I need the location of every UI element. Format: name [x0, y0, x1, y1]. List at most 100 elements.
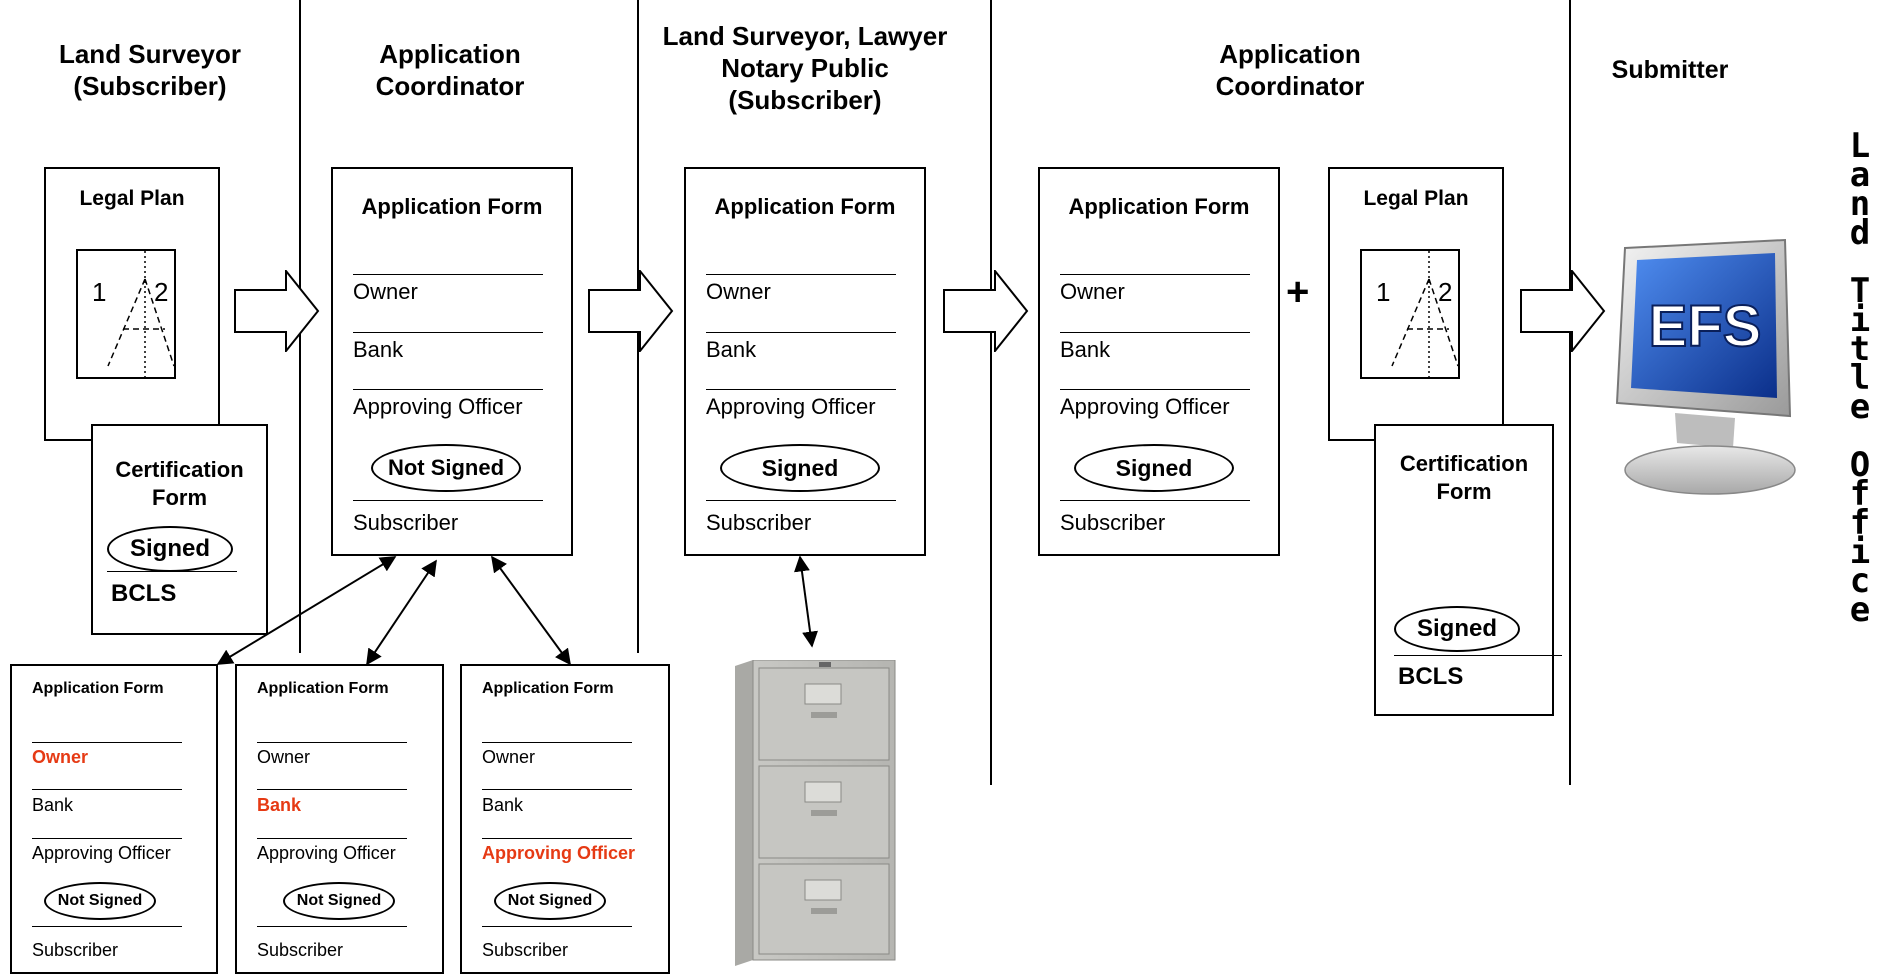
signature-line [107, 571, 237, 572]
lane-divider [990, 0, 992, 785]
not-signed-badge: Not Signed [44, 882, 156, 920]
vertical-letter: n [1849, 184, 1871, 224]
application-form-title: Application Form [361, 194, 543, 219]
signature-line [482, 838, 632, 839]
lot-number: 1 [92, 277, 107, 307]
approving-officer-label: Approving Officer [353, 394, 523, 419]
certification-form-title: Certification Form [1399, 451, 1529, 504]
signer-label: BCLS [1398, 663, 1464, 690]
bank-label: Bank [32, 795, 74, 815]
double-arrow-icon [793, 555, 819, 648]
signature-line [353, 332, 543, 333]
signed-badge: Signed [1074, 444, 1234, 492]
certification-form-2: Certification Form Signed BCLS [1374, 424, 1562, 716]
application-form-coord-2: Application Form Owner Bank Approving Of… [1038, 167, 1280, 556]
application-form-title: Application Form [257, 680, 389, 697]
signature-line [353, 500, 543, 501]
signature-line [257, 926, 407, 927]
subscriber-label: Subscriber [482, 940, 569, 960]
approving-officer-label-highlighted: Approving Officer [482, 843, 636, 863]
owner-label: Owner [706, 279, 771, 304]
vertical-letter: L [1849, 126, 1871, 166]
legal-plan-title: Legal Plan [79, 187, 185, 210]
approving-officer-label: Approving Officer [32, 843, 171, 863]
application-form-coord-1: Application Form Owner Bank Approving Of… [331, 167, 573, 556]
signature-line [1060, 332, 1250, 333]
subdivision-sketch-icon [107, 251, 174, 377]
signature-line [353, 274, 543, 275]
lot-number: 2 [154, 277, 169, 307]
plus-sign: + [1286, 270, 1310, 314]
signature-line [32, 742, 182, 743]
header-land-surveyor: Land Surveyor (Subscriber) [58, 39, 242, 101]
bank-label: Bank [353, 337, 404, 362]
owner-label: Owner [482, 747, 536, 767]
signed-badge: Signed [107, 526, 233, 572]
signed-badge: Signed [720, 444, 880, 492]
approving-officer-label: Approving Officer [257, 843, 396, 863]
plan-sketch: 1 2 [76, 249, 176, 379]
flow-arrow-icon [943, 270, 1029, 352]
filing-cabinet-icon [735, 660, 896, 966]
signature-line [706, 274, 896, 275]
signature-line [257, 742, 407, 743]
application-form-title: Application Form [1068, 194, 1250, 219]
approving-officer-label: Approving Officer [1060, 394, 1230, 419]
signature-line [706, 389, 896, 390]
application-form-owner: Application Form Owner Bank Approving Of… [10, 664, 218, 974]
signature-line [353, 389, 543, 390]
application-form-lawyer: Application Form Owner Bank Approving Of… [684, 167, 926, 556]
vertical-letter: T [1849, 271, 1871, 311]
signer-label: BCLS [111, 580, 177, 607]
signature-line [257, 789, 407, 790]
signature-line [482, 789, 632, 790]
owner-label: Owner [1060, 279, 1125, 304]
bank-label: Bank [482, 795, 524, 815]
header-application-coordinator-2: Application Coordinator [1215, 39, 1365, 101]
vertical-letter: d [1849, 213, 1871, 253]
signature-line [482, 742, 632, 743]
legal-plan-doc-2: Legal Plan 1 2 [1328, 167, 1504, 441]
double-arrow-icon [366, 559, 437, 666]
application-form-title: Application Form [32, 680, 164, 697]
signed-badge: Signed [1394, 606, 1520, 652]
certification-form-title: Certification Form [115, 457, 244, 510]
vertical-letter: f [1849, 474, 1871, 514]
flow-arrow-icon [588, 270, 674, 352]
signature-line [706, 332, 896, 333]
signature-line [32, 926, 182, 927]
header-submitter: Submitter [1611, 56, 1729, 84]
vertical-letter: i [1849, 300, 1871, 340]
owner-label: Owner [257, 747, 311, 767]
owner-label-highlighted: Owner [32, 747, 89, 767]
double-arrow-icon [216, 556, 397, 665]
application-form-title: Application Form [714, 194, 896, 219]
header-application-coordinator-1: Application Coordinator [375, 39, 525, 101]
vertical-letter: l [1849, 358, 1871, 398]
vertical-letter: e [1849, 387, 1871, 427]
signature-line [32, 838, 182, 839]
certification-form-1: Certification Form Signed BCLS [91, 424, 268, 635]
flow-arrow-icon [234, 270, 320, 352]
vertical-letter: e [1849, 590, 1871, 630]
legal-plan-title: Legal Plan [1363, 187, 1469, 210]
signature-line [1060, 389, 1250, 390]
signature-line [257, 838, 407, 839]
approving-officer-label: Approving Officer [706, 394, 876, 419]
subscriber-label: Subscriber [32, 940, 119, 960]
application-form-approving-officer: Application Form Owner Bank Approving Of… [460, 664, 670, 974]
efs-monitor-icon: EFS [1615, 238, 1796, 495]
not-signed-badge: Not Signed [494, 882, 606, 920]
signature-line [1394, 655, 1562, 656]
double-arrow-icon [491, 555, 571, 666]
plan-sketch: 1 2 [1360, 249, 1460, 379]
signature-line [706, 500, 896, 501]
not-signed-badge: Not Signed [283, 882, 395, 920]
vertical-letter: c [1849, 561, 1871, 601]
lot-number: 1 [1376, 277, 1391, 307]
legal-plan-doc-1: Legal Plan 1 2 [44, 167, 220, 441]
signature-line [482, 926, 632, 927]
lot-number: 2 [1438, 277, 1453, 307]
lane-divider [1569, 0, 1571, 785]
not-signed-badge: Not Signed [371, 444, 521, 492]
